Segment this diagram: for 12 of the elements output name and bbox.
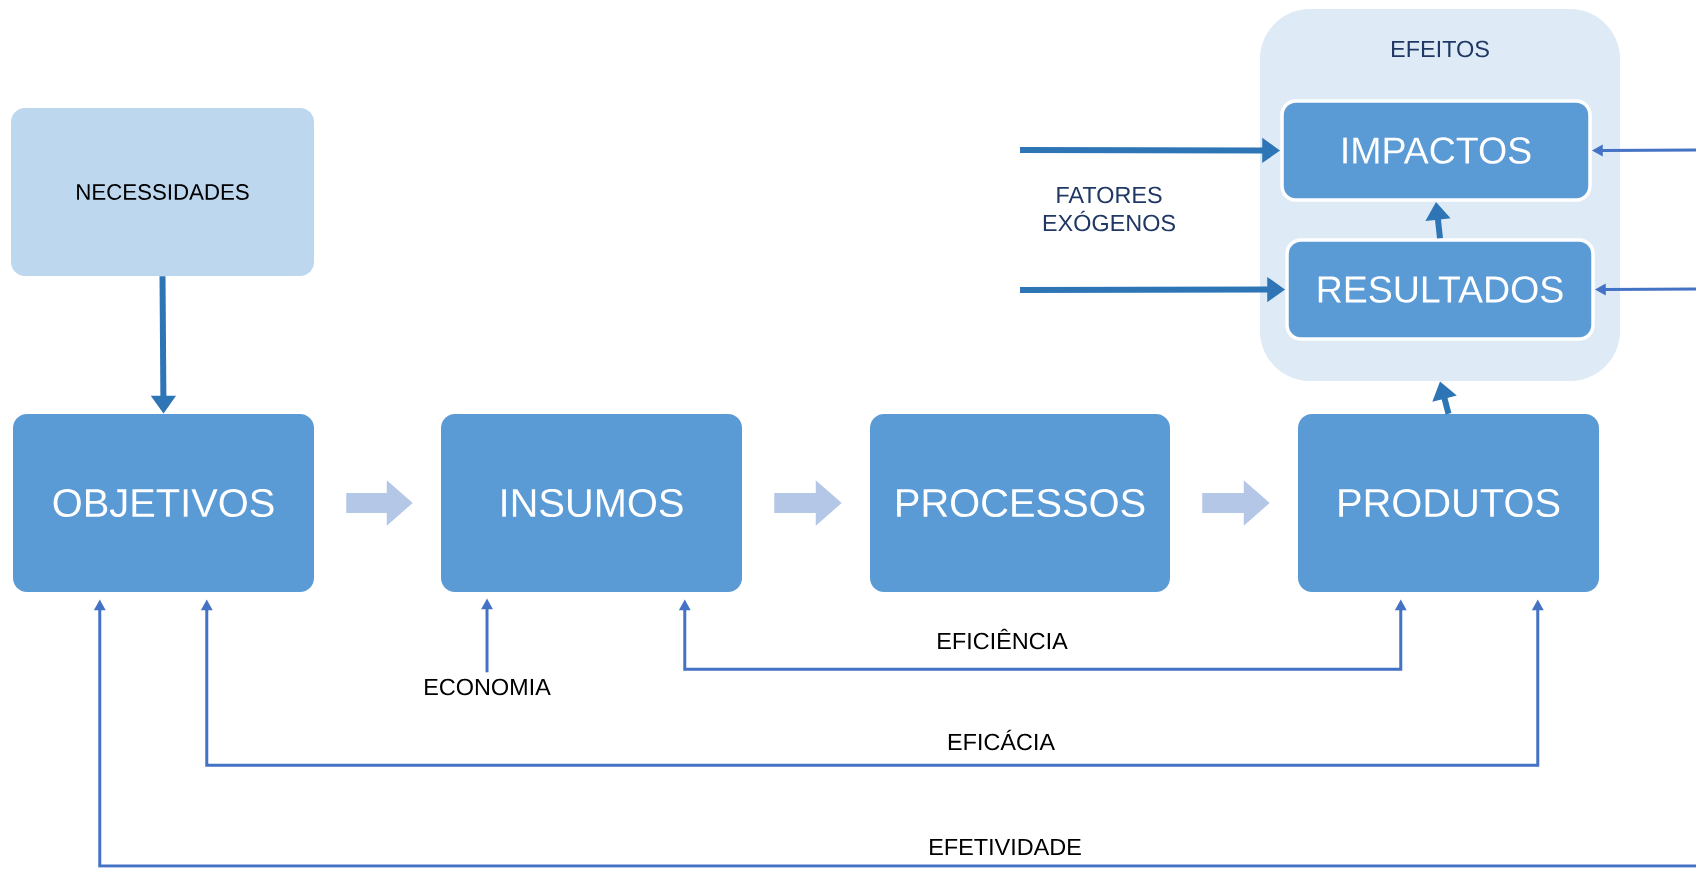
- edge-label: EFICÁCIA: [944, 727, 1058, 753]
- process-box: RESULTADOS: [1285, 238, 1595, 341]
- process-box: NECESSIDADES: [11, 108, 314, 276]
- annotation-text: FATORES EXÓGENOS: [1043, 186, 1175, 232]
- edge-label: EFICIÊNCIA: [933, 626, 1071, 652]
- text-label: ECONOMIA: [425, 678, 551, 696]
- process-box: PRODUTOS: [1298, 414, 1599, 592]
- process-box: OBJETIVOS: [13, 414, 314, 592]
- process-box: INSUMOS: [441, 414, 742, 592]
- process-box: PROCESSOS: [870, 414, 1170, 592]
- edge-label: EFETIVIDADE: [925, 836, 1085, 858]
- process-box: IMPACTOS: [1280, 99, 1592, 202]
